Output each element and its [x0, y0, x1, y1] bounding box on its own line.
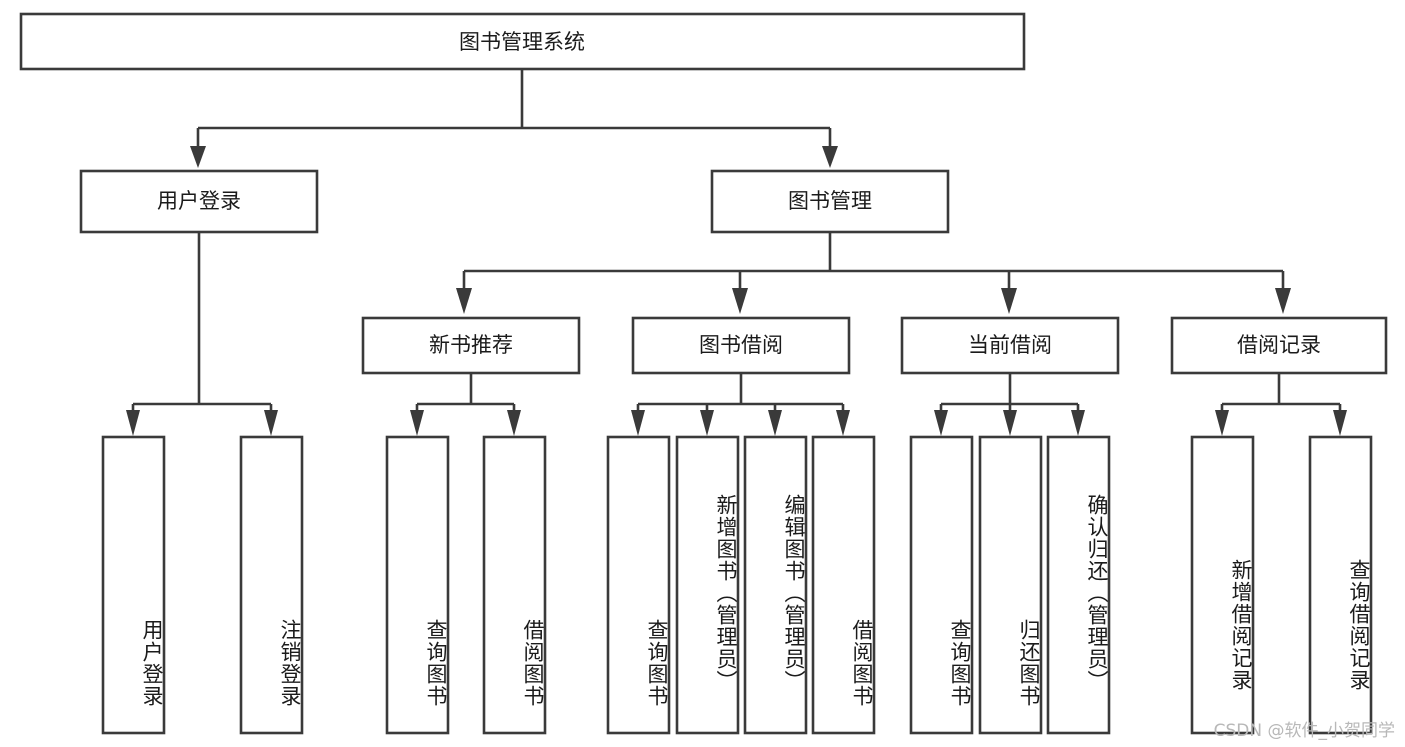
arrow-head-leaf-logout: [264, 410, 278, 436]
arrow-head-cb-leaf-2: [1003, 410, 1017, 436]
arrow-head-nb-leaf-1: [410, 410, 424, 436]
leaf-box-bb-edit-book[interactable]: [743, 435, 808, 735]
node-root-box[interactable]: [19, 12, 1026, 71]
leaf-box-cb-query-book[interactable]: [909, 435, 974, 735]
arrow-head-br-leaf-2: [1333, 410, 1347, 436]
leaf-box-cb-confirm-return[interactable]: [1046, 435, 1111, 735]
arrow-head-borrow-record: [1275, 288, 1291, 314]
leaf-box-nb-query-book[interactable]: [385, 435, 450, 735]
arrow-head-new-book: [456, 288, 472, 314]
node-borrow-record-label: 借阅记录: [1237, 333, 1321, 357]
arrow-head-nb-leaf-2: [507, 410, 521, 436]
arrow-head-leaf-user-login: [126, 410, 140, 436]
leaf-box-nb-borrow-book[interactable]: [482, 435, 547, 735]
node-book-manage-box[interactable]: [710, 169, 950, 234]
arrow-head-bb-leaf-1: [631, 410, 645, 436]
arrow-head-bb-leaf-2: [700, 410, 714, 436]
leaf-box-br-add-record[interactable]: [1190, 435, 1255, 735]
leaf-box-bb-borrow-book[interactable]: [811, 435, 876, 735]
leaf-box-user-login[interactable]: [101, 435, 166, 735]
leaf-box-bb-add-book[interactable]: [675, 435, 740, 735]
node-borrow-record-box[interactable]: [1170, 316, 1388, 375]
node-new-book-label: 新书推荐: [429, 333, 513, 357]
leaf-box-cb-return-book[interactable]: [978, 435, 1043, 735]
node-user-login-label: 用户登录: [157, 189, 241, 213]
node-book-manage-label: 图书管理: [788, 189, 872, 213]
node-current-borrow-label: 当前借阅: [968, 333, 1052, 357]
arrow-head-current-borrow: [1001, 288, 1017, 314]
leaf-box-logout[interactable]: [239, 435, 304, 735]
node-new-book-box[interactable]: [361, 316, 581, 375]
arrow-head-book-borrow: [732, 288, 748, 314]
arrow-head-user-login: [190, 146, 206, 168]
leaf-box-bb-query-book[interactable]: [606, 435, 671, 735]
node-root-label: 图书管理系统: [459, 30, 585, 54]
arrow-head-bb-leaf-3: [768, 410, 782, 436]
arrow-head-cb-leaf-3: [1071, 410, 1085, 436]
node-book-borrow-box[interactable]: [631, 316, 851, 375]
csdn-watermark: CSDN @软件_小贺同学: [1213, 721, 1395, 741]
leaf-box-br-query-record[interactable]: [1308, 435, 1373, 735]
node-book-borrow-label: 图书借阅: [699, 333, 783, 357]
arrow-head-br-leaf-1: [1215, 410, 1229, 436]
arrow-head-bb-leaf-4: [836, 410, 850, 436]
arrow-head-book-manage: [822, 146, 838, 168]
node-current-borrow-box[interactable]: [900, 316, 1120, 375]
arrow-head-cb-leaf-1: [934, 410, 948, 436]
